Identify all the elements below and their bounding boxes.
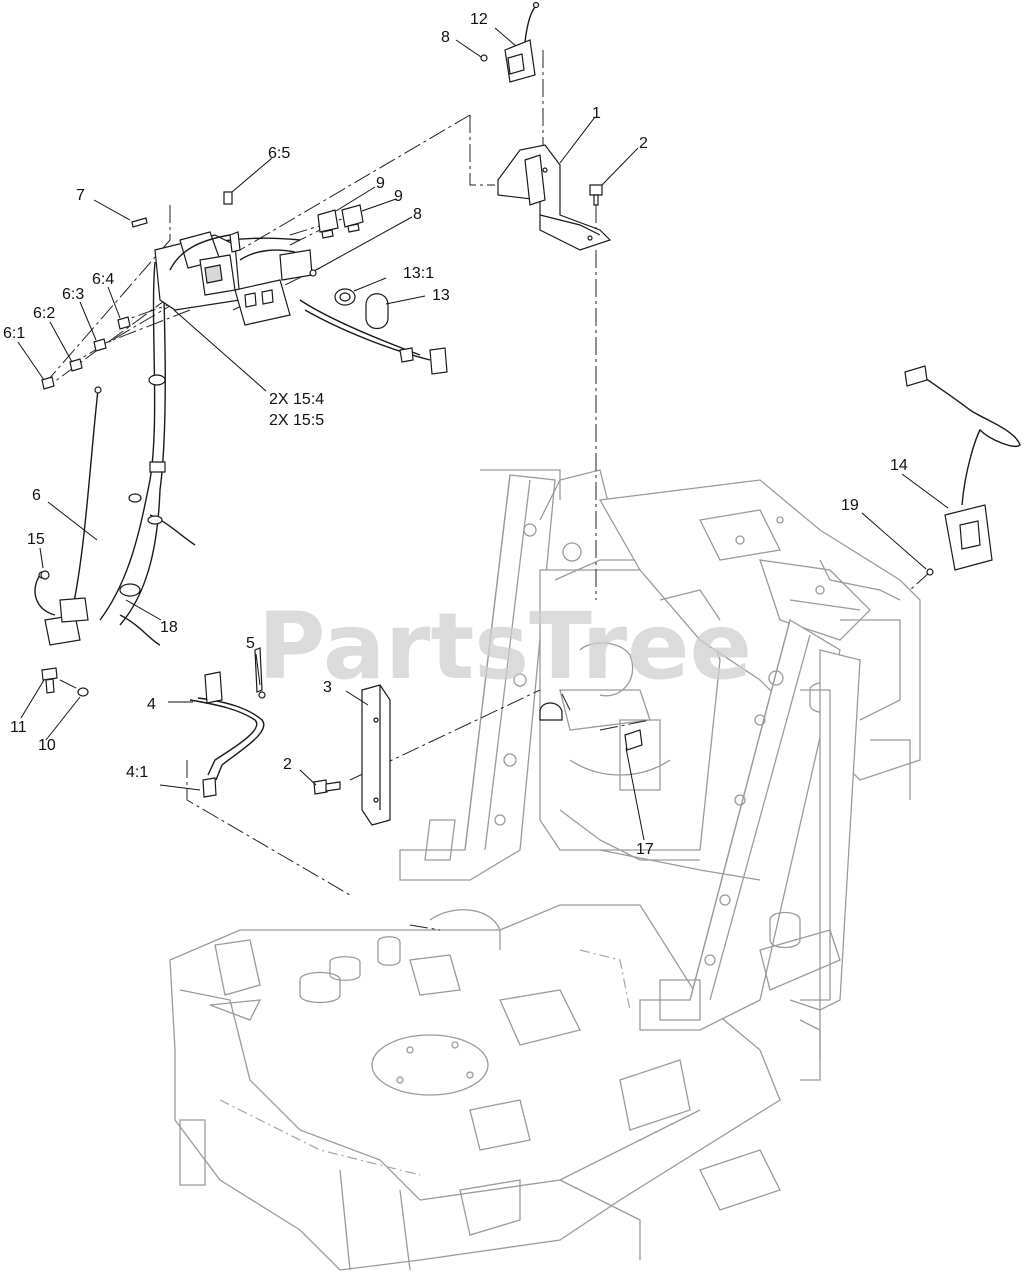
callout-6-5: 6:5 xyxy=(268,145,290,162)
callout-4: 4 xyxy=(147,696,156,713)
callout-7: 7 xyxy=(76,187,85,204)
leader-lines xyxy=(17,27,949,841)
clip-6-5 xyxy=(223,191,233,205)
clip-17 xyxy=(539,702,563,721)
callout-15-4: 2X 15:4 xyxy=(269,391,324,408)
callout-2-mid: 2 xyxy=(283,756,292,773)
callout-11: 11 xyxy=(10,719,27,736)
callout-5: 5 xyxy=(246,635,255,652)
hose-4 xyxy=(189,671,265,798)
callout-6-2: 6:2 xyxy=(33,305,55,322)
part-17-tab xyxy=(624,729,643,751)
callout-6-1: 6:1 xyxy=(3,325,25,342)
bolt-11 xyxy=(41,667,58,694)
callout-14: 14 xyxy=(890,457,908,474)
component-13 xyxy=(334,288,389,330)
callout-13-1: 13:1 xyxy=(403,265,434,282)
callout-2-top: 2 xyxy=(639,135,648,152)
bolt-2-top xyxy=(589,184,603,206)
callout-13: 13 xyxy=(432,287,450,304)
washer-10 xyxy=(77,687,89,697)
bolt-2-mid xyxy=(313,779,341,795)
connector-15 xyxy=(40,570,50,580)
callout-18: 18 xyxy=(160,619,178,636)
callout-6: 6 xyxy=(32,487,41,504)
screw-7 xyxy=(131,217,148,228)
callout-8-top: 8 xyxy=(441,29,450,46)
callout-9-b: 9 xyxy=(394,188,403,205)
callout-15-5: 2X 15:5 xyxy=(269,412,324,429)
callout-17: 17 xyxy=(636,841,654,858)
relay-9-left xyxy=(317,209,339,239)
chassis-frame xyxy=(169,469,921,1271)
screw-8-mid xyxy=(309,269,317,277)
connector-6-4 xyxy=(117,316,131,330)
callout-6-3: 6:3 xyxy=(62,286,84,303)
switch-12 xyxy=(504,1,540,83)
bracket-1 xyxy=(497,144,612,251)
callout-labels: 12 8 1 2 6:5 7 9 9 8 13:1 13 6:4 6:3 6:2… xyxy=(3,11,908,858)
callout-10: 10 xyxy=(38,737,56,754)
callout-6-4: 6:4 xyxy=(92,271,114,288)
connector-6-2 xyxy=(69,358,83,372)
bracket-3 xyxy=(361,684,391,826)
callout-3: 3 xyxy=(323,679,332,696)
terminal-block xyxy=(154,231,313,326)
relay-9-right xyxy=(341,204,364,233)
connector-6-1 xyxy=(41,376,55,390)
callout-8-mid: 8 xyxy=(413,206,422,223)
callout-19: 19 xyxy=(841,497,859,514)
watermark: PartsTree xyxy=(258,593,752,700)
callout-15: 15 xyxy=(27,531,45,548)
callout-9-a: 9 xyxy=(376,175,385,192)
callout-4-1: 4:1 xyxy=(126,764,148,781)
module-14 xyxy=(904,365,1021,571)
connector-6-3 xyxy=(93,338,107,352)
callout-12: 12 xyxy=(470,11,488,28)
screw-19 xyxy=(926,568,934,576)
screw-8-top xyxy=(480,54,488,62)
callout-1: 1 xyxy=(592,105,601,122)
